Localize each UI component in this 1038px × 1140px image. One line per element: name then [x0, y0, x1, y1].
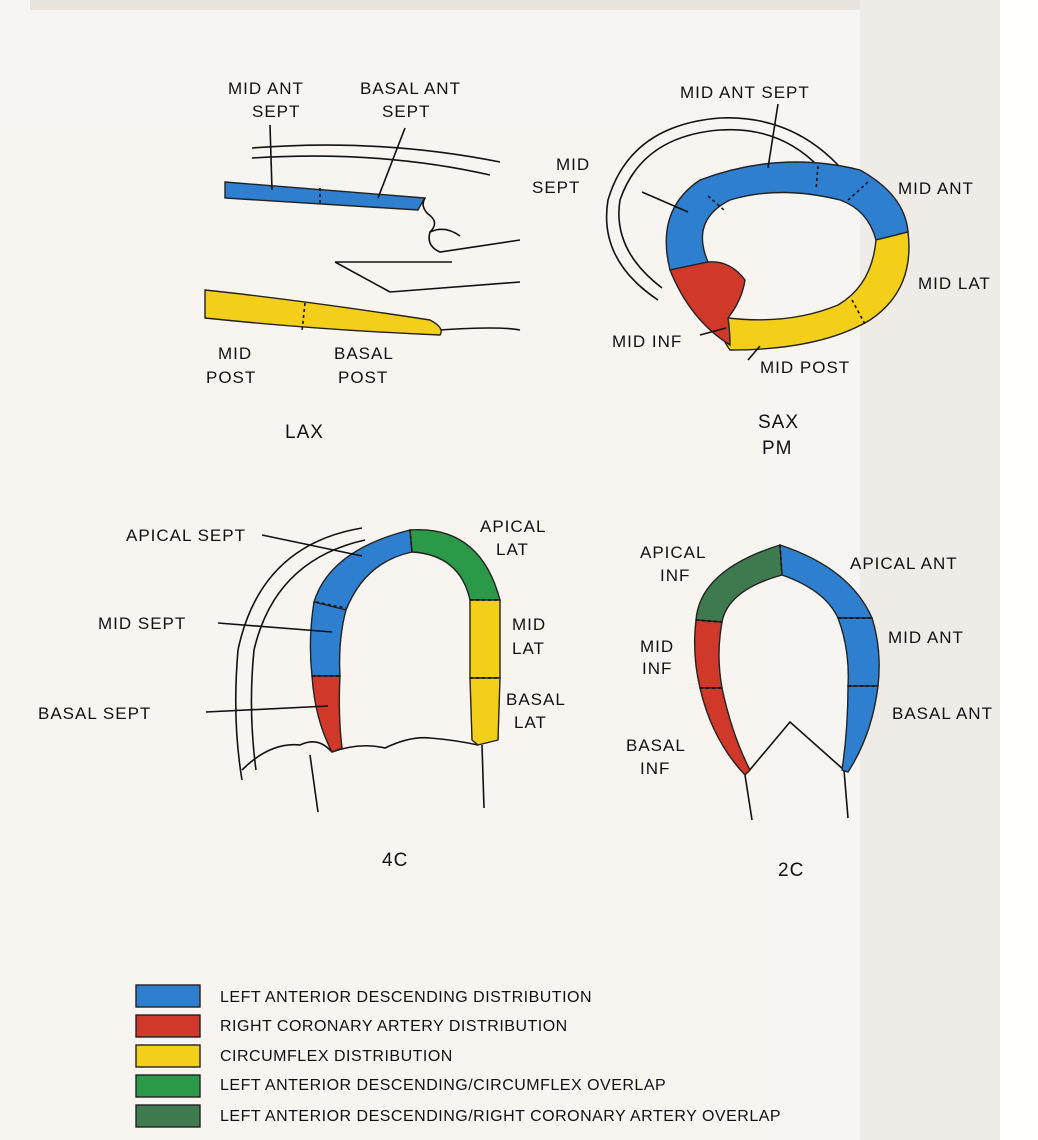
lax-label-basal-ant-sept-2: SEPT: [382, 102, 430, 121]
two-c-label-apical-inf-1: APICAL: [640, 543, 706, 562]
lax-label-mid-post-2: POST: [206, 368, 256, 387]
four-c-label-mid-lat-1: MID: [512, 615, 546, 634]
lax-label-basal-post-1: BASAL: [334, 344, 394, 363]
two-c-label-apical-inf-2: INF: [660, 566, 690, 585]
legend-swatch-lad-rca: [136, 1105, 200, 1127]
four-c-mid-lat-segment: [470, 600, 500, 678]
sax-caption-2: PM: [762, 438, 793, 459]
four-c-label-apical-sept: APICAL SEPT: [126, 526, 246, 545]
four-c-caption: 4C: [382, 850, 408, 871]
sax-label-mid-post: MID POST: [760, 358, 850, 377]
legend-label-rca: RIGHT CORONARY ARTERY DISTRIBUTION: [220, 1018, 568, 1035]
legend-label-lad-cx: LEFT ANTERIOR DESCENDING/CIRCUMFLEX OVER…: [220, 1077, 666, 1094]
two-c-label-basal-inf-2: INF: [640, 759, 670, 778]
sax-label-mid-ant: MID ANT: [898, 179, 974, 198]
legend-label-lad-rca: LEFT ANTERIOR DESCENDING/RIGHT CORONARY …: [220, 1108, 781, 1125]
lax-label-basal-post-2: POST: [338, 368, 388, 387]
two-c-label-basal-ant: BASAL ANT: [892, 704, 993, 723]
lax-label-mid-ant-sept-2: SEPT: [252, 102, 300, 121]
two-c-caption: 2C: [778, 860, 804, 881]
two-c-label-basal-inf-1: BASAL: [626, 736, 686, 755]
two-c-label-apical-ant: APICAL ANT: [850, 554, 958, 573]
two-c-mid-inf-segment: [695, 620, 722, 688]
lax-caption: LAX: [285, 422, 324, 443]
legend-swatch-lad-cx: [136, 1075, 200, 1097]
sax-label-mid-sept-2: SEPT: [532, 178, 580, 197]
four-c-label-basal-lat-1: BASAL: [506, 690, 566, 709]
sax-caption-1: SAX: [758, 412, 799, 433]
lax-label-mid-ant-sept-1: MID ANT: [228, 79, 304, 98]
legend-label-cx: CIRCUMFLEX DISTRIBUTION: [220, 1048, 453, 1065]
four-c-label-mid-lat-2: LAT: [512, 639, 545, 658]
legend-swatch-rca: [136, 1015, 200, 1037]
legend-swatch-lad: [136, 985, 200, 1007]
four-c-label-mid-sept: MID SEPT: [98, 614, 186, 633]
lax-label-basal-ant-sept-1: BASAL ANT: [360, 79, 461, 98]
legend-swatch-cx: [136, 1045, 200, 1067]
sax-label-mid-lat: MID LAT: [918, 274, 991, 293]
two-c-label-mid-ant: MID ANT: [888, 628, 964, 647]
sax-label-mid-sept-1: MID: [556, 155, 590, 174]
four-c-label-apical-lat-2: LAT: [496, 540, 529, 559]
four-c-label-basal-lat-2: LAT: [514, 713, 547, 732]
legend-label-lad: LEFT ANTERIOR DESCENDING DISTRIBUTION: [220, 989, 592, 1006]
four-c-label-apical-lat-1: APICAL: [480, 517, 546, 536]
two-c-label-mid-inf-2: INF: [642, 659, 672, 678]
four-c-basal-lat-segment: [470, 678, 500, 745]
four-c-label-basal-sept: BASAL SEPT: [38, 704, 151, 723]
sax-label-mid-ant-sept: MID ANT SEPT: [680, 83, 810, 102]
two-c-label-mid-inf-1: MID: [640, 637, 674, 656]
lax-label-mid-post-1: MID: [218, 344, 252, 363]
sax-label-mid-inf: MID INF: [612, 332, 682, 351]
